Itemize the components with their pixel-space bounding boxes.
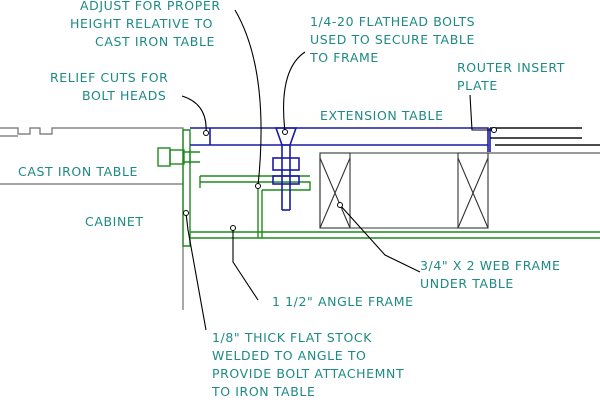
- label-flat-stock-line-4: TO IRON TABLE: [211, 384, 315, 399]
- label-relief-line-2: BOLT HEADS: [82, 88, 166, 103]
- leader-lines: [181, 9, 497, 331]
- label-router-line-1: ROUTER INSERT: [457, 60, 565, 75]
- extension-table-drawing: [190, 127, 491, 211]
- angle-frame-drawing: [182, 129, 600, 247]
- label-bolts-line-2: USED TO SECURE TABLE: [310, 32, 475, 47]
- label-bolts-line-1: 1/4-20 FLATHEAD BOLTS: [310, 14, 475, 29]
- label-extension-table: EXTENSION TABLE: [320, 108, 444, 123]
- web-frame-drawing: [319, 152, 600, 229]
- label-web-frame-line-1: 3/4" X 2 WEB FRAME: [420, 258, 561, 273]
- label-flathead-bolts: 1/4-20 FLATHEAD BOLTS USED TO SECURE TAB…: [309, 14, 475, 65]
- label-bolts-line-3: TO FRAME: [309, 50, 379, 65]
- label-router-line-2: PLATE: [457, 78, 498, 93]
- router-plate-drawing: [490, 127, 600, 146]
- label-angle-frame: 1 1/2" ANGLE FRAME: [272, 294, 414, 309]
- label-flat-stock-line-2: WELDED TO ANGLE TO: [212, 348, 367, 363]
- cast-iron-table-drawing: [0, 127, 184, 310]
- label-relief-line-1: RELIEF CUTS FOR: [50, 70, 168, 85]
- label-web-frame: 3/4" X 2 WEB FRAME UNDER TABLE: [420, 258, 561, 291]
- label-relief-cuts: RELIEF CUTS FOR BOLT HEADS: [50, 70, 168, 103]
- label-flat-stock-line-1: 1/8" THICK FLAT STOCK: [212, 330, 372, 345]
- label-flat-stock-line-3: PROVIDE BOLT ATTACHEMNT: [212, 366, 404, 381]
- label-adjust-line-3: CAST IRON TABLE: [95, 34, 215, 49]
- label-router-plate: ROUTER INSERT PLATE: [457, 60, 565, 93]
- label-flat-stock: 1/8" THICK FLAT STOCK WELDED TO ANGLE TO…: [211, 330, 404, 399]
- label-web-frame-line-2: UNDER TABLE: [420, 276, 514, 291]
- label-adjust-height: ADJUST FOR PROPER HEIGHT RELATIVE TO CAS…: [70, 0, 221, 49]
- label-adjust-line-2: HEIGHT RELATIVE TO: [70, 16, 213, 31]
- label-adjust-line-1: ADJUST FOR PROPER: [80, 0, 221, 13]
- cabinet-bolt: [157, 147, 200, 167]
- label-cast-iron-table: CAST IRON TABLE: [18, 164, 138, 179]
- label-cabinet: CABINET: [85, 214, 144, 229]
